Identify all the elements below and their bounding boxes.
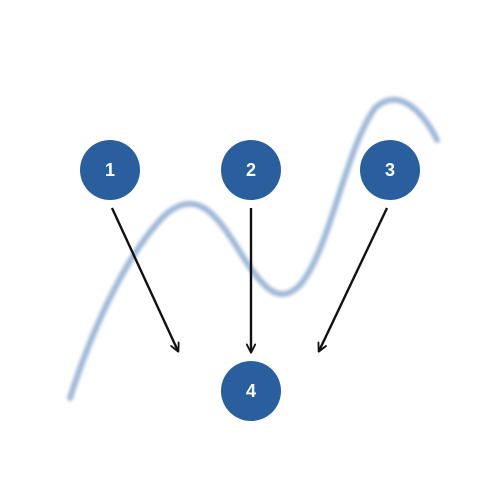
node-3: 3	[360, 140, 420, 200]
node-4-circle	[221, 361, 281, 421]
node-1: 1	[80, 140, 140, 200]
arrow-1-to-4	[110, 207, 178, 351]
node-2-circle	[221, 140, 281, 200]
node-2: 2	[221, 140, 281, 200]
background-wave	[67, 96, 440, 401]
node-4-label: 4	[246, 381, 256, 401]
node-3-circle	[360, 140, 420, 200]
node-4: 4	[221, 361, 281, 421]
node-3-label: 3	[385, 160, 395, 180]
node-1-circle	[80, 140, 140, 200]
arrow-3-to-4	[319, 207, 389, 351]
node-2-label: 2	[246, 160, 256, 180]
node-1-label: 1	[105, 160, 115, 180]
